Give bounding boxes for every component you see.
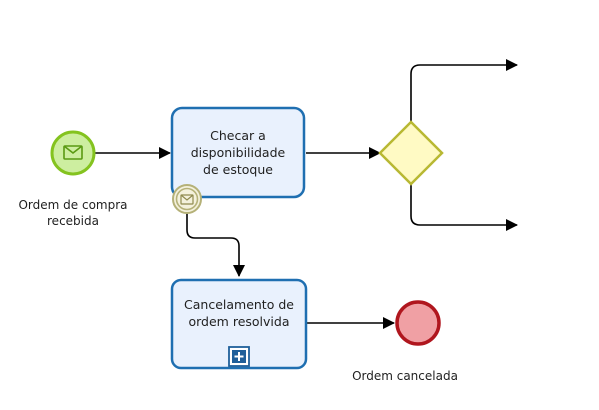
end-label-text: Ordem cancelada xyxy=(352,369,458,383)
end-event[interactable] xyxy=(395,300,441,346)
start-label-line-1: Ordem de compra xyxy=(18,198,128,212)
flow-gateway-upper-branch[interactable] xyxy=(410,59,518,122)
start-event-label: Ordem de compra recebida xyxy=(0,197,146,229)
envelope-icon xyxy=(180,194,194,205)
start-label-line-2: recebida xyxy=(47,214,99,228)
task-check-stock[interactable] xyxy=(170,106,306,199)
subprocess-cancel-order[interactable] xyxy=(170,278,308,370)
sequence-flows xyxy=(95,59,518,329)
flow-boundary-to-cancel[interactable] xyxy=(186,213,245,277)
end-event-label: Ordem cancelada xyxy=(348,368,462,384)
exclusive-gateway[interactable] xyxy=(378,120,444,186)
start-event[interactable] xyxy=(50,130,96,176)
boundary-message-event[interactable] xyxy=(172,184,202,214)
plus-icon[interactable] xyxy=(228,346,250,367)
envelope-icon xyxy=(63,145,83,160)
flow-gateway-lower-branch[interactable] xyxy=(410,184,518,231)
